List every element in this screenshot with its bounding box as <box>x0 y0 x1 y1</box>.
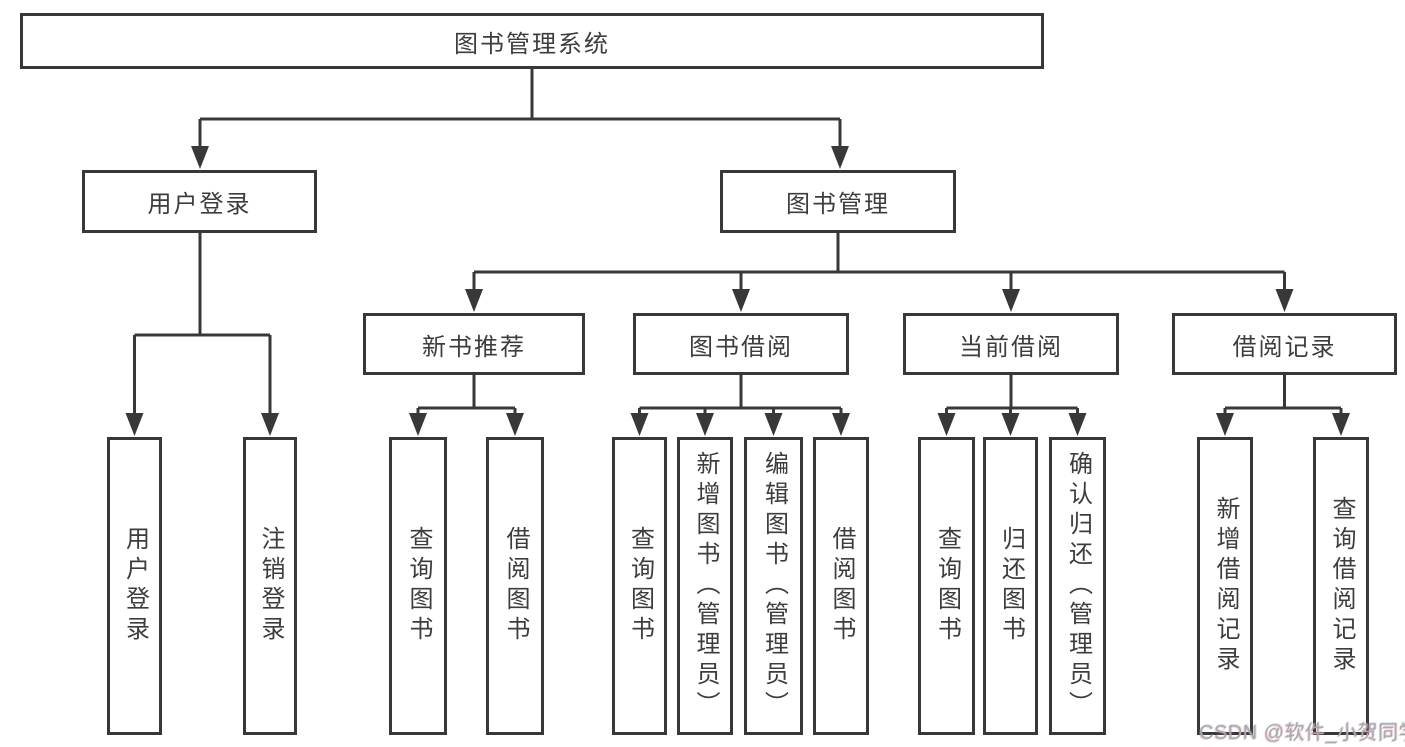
arrow-down-icon <box>191 146 209 169</box>
leaf-recommend-borrow-book: 借阅图书 <box>486 437 544 735</box>
leaf-records-query-record: 查询借阅记录 <box>1313 437 1369 735</box>
node-label: 当前借阅 <box>959 333 1063 361</box>
node-label: 借阅图书 <box>828 526 855 646</box>
node-label: 确认归还（管理员） <box>1064 451 1092 721</box>
leaf-current-confirm-return-admin: 确认归还（管理员） <box>1049 437 1106 735</box>
leaf-logout: 注销登录 <box>243 437 297 735</box>
node-label: 编辑图书（管理员） <box>760 451 788 721</box>
arrowheads <box>125 146 1350 436</box>
node-label: 借阅记录 <box>1232 333 1337 361</box>
connector-root-to-level2 <box>198 69 842 148</box>
node-label: 查询借阅记录 <box>1328 496 1355 676</box>
node-label: 查询图书 <box>405 526 432 646</box>
node-label: 查询图书 <box>933 526 961 646</box>
connector-new-book-branch <box>416 375 517 416</box>
node-label: 查询图书 <box>626 526 654 646</box>
arrow-down-icon <box>1275 289 1294 312</box>
node-borrow-records: 借阅记录 <box>1172 313 1397 375</box>
connector-borrow-records-branch <box>1223 375 1343 416</box>
leaf-current-return-book: 归还图书 <box>983 437 1038 735</box>
leaf-borrow-borrow-book: 借阅图书 <box>813 437 869 735</box>
arrow-down-icon <box>937 413 956 436</box>
arrow-down-icon <box>831 146 849 169</box>
connector-user-login-branch <box>133 233 272 416</box>
node-label: 新增图书（管理员） <box>692 451 719 721</box>
leaf-borrow-query-book: 查询图书 <box>612 437 667 735</box>
leaf-user-login: 用户登录 <box>107 437 162 735</box>
leaf-current-query-book: 查询图书 <box>918 437 975 735</box>
arrow-down-icon <box>409 413 427 436</box>
leaf-records-add-record: 新增借阅记录 <box>1197 437 1253 735</box>
arrow-down-icon <box>832 413 850 436</box>
node-root-system: 图书管理系统 <box>20 13 1044 69</box>
arrow-down-icon <box>506 413 524 436</box>
connector-current-borrow-branch <box>945 375 1079 416</box>
node-new-book-recommend: 新书推荐 <box>363 313 585 375</box>
connector-book-borrow-branch <box>638 375 843 416</box>
node-book-management: 图书管理 <box>720 170 956 233</box>
node-label: 归还图书 <box>997 526 1025 646</box>
arrow-down-icon <box>465 289 483 312</box>
leaf-borrow-add-book-admin: 新增图书（管理员） <box>677 437 733 735</box>
csdn-watermark: CSDN @软件_小贺同学 <box>1199 722 1405 744</box>
node-label: 图书管理系统 <box>454 30 610 58</box>
arrow-down-icon <box>1216 413 1234 436</box>
arrow-down-icon <box>261 413 279 436</box>
arrow-down-icon <box>1002 289 1020 312</box>
node-label: 用户登录 <box>147 191 252 218</box>
arrow-down-icon <box>732 289 750 312</box>
node-label: 图书借阅 <box>689 333 793 361</box>
arrow-down-icon <box>1001 413 1020 436</box>
node-label: 注销登录 <box>257 526 284 646</box>
node-label: 借阅图书 <box>502 526 529 646</box>
connector-book-management-branch <box>472 233 1286 291</box>
arrow-down-icon <box>696 413 714 436</box>
arrow-down-icon <box>125 413 144 436</box>
arrow-down-icon <box>764 413 783 436</box>
node-current-borrow: 当前借阅 <box>903 313 1119 375</box>
node-label: 图书管理 <box>786 191 890 218</box>
node-label: 新增借阅记录 <box>1212 496 1239 676</box>
node-label: 用户登录 <box>121 526 149 646</box>
leaf-recommend-query-book: 查询图书 <box>389 437 447 735</box>
leaf-borrow-edit-book-admin: 编辑图书（管理员） <box>744 437 803 735</box>
arrow-down-icon <box>630 413 649 436</box>
node-label: 新书推荐 <box>422 333 526 361</box>
node-book-borrow: 图书借阅 <box>633 313 849 375</box>
arrow-down-icon <box>1332 413 1350 436</box>
node-user-login: 用户登录 <box>82 170 317 233</box>
arrow-down-icon <box>1068 413 1087 436</box>
